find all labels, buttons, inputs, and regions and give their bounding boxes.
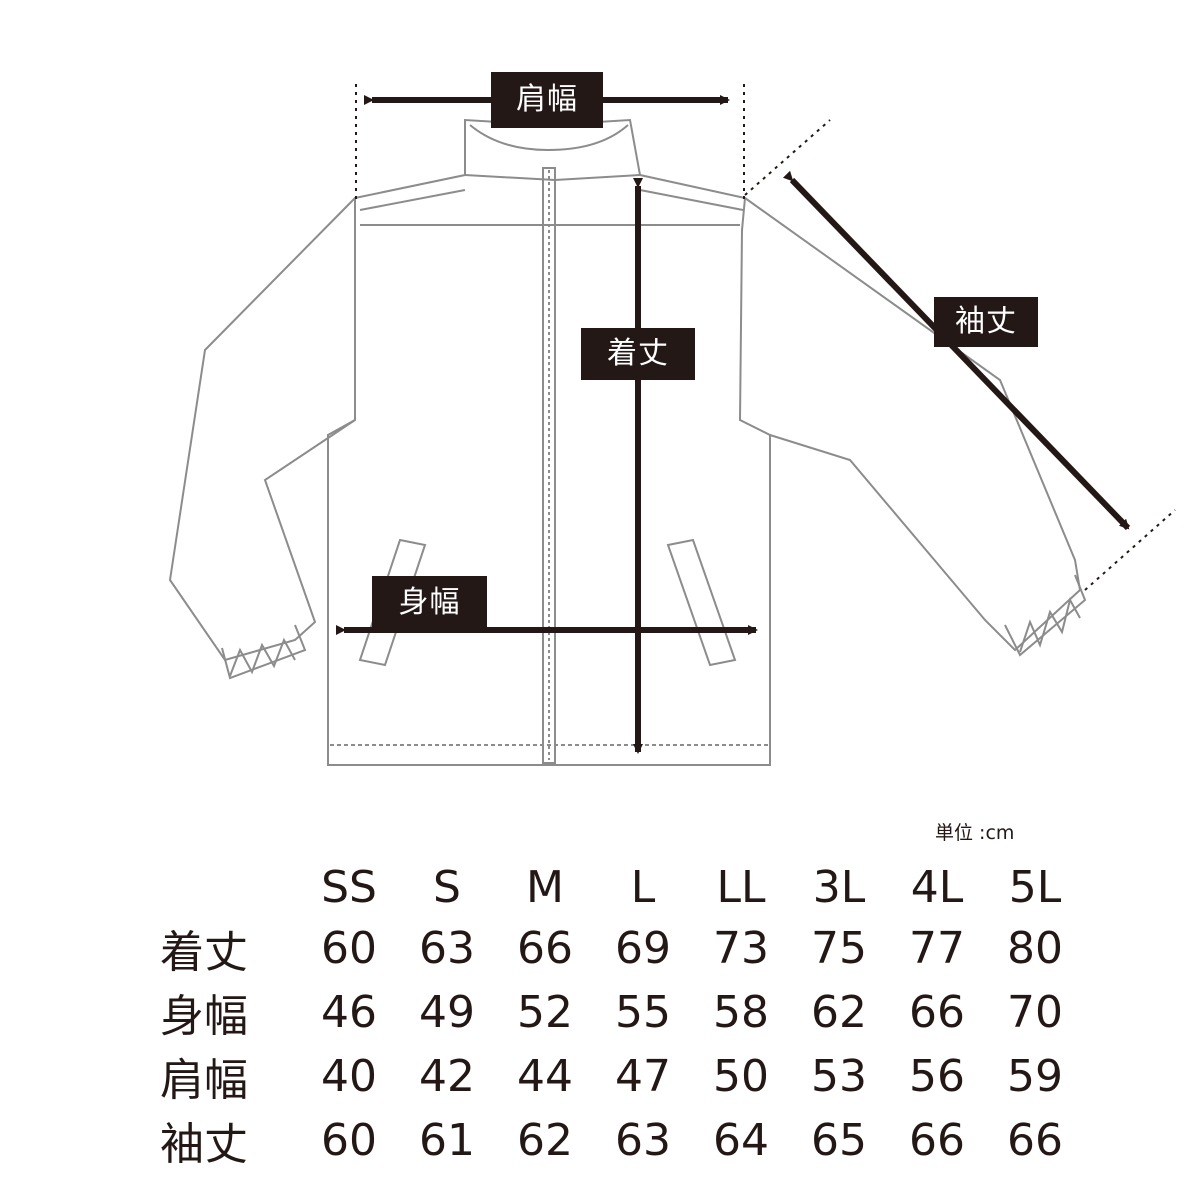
row-label: 身幅	[160, 991, 248, 1042]
table-cell: 40	[321, 1050, 377, 1102]
guide-lines	[355, 84, 1176, 591]
table-cell: 53	[811, 1050, 867, 1102]
size-diagram: 肩幅 袖丈 着丈 身幅	[168, 72, 1176, 766]
table-cell: 80	[1007, 922, 1063, 974]
table-cell: 66	[909, 986, 965, 1038]
row-label: 袖丈	[160, 1119, 248, 1170]
table-cell: 63	[615, 1114, 671, 1166]
table-row: 着丈 60 63 66 69 73 75 77 80	[150, 916, 1084, 980]
table-cell: 47	[615, 1050, 671, 1102]
table-cell: 64	[713, 1114, 769, 1166]
table-cell: 66	[517, 922, 573, 974]
size-header: 4L	[910, 861, 964, 913]
unit-note: 単位 :cm	[935, 822, 1015, 844]
sleeve-length-label: 袖丈	[934, 297, 1038, 347]
jacket-illustration	[168, 84, 1176, 766]
body-length-label: 着丈	[581, 328, 695, 380]
row-label: 肩幅	[160, 1055, 248, 1106]
table-cell: 42	[419, 1050, 475, 1102]
size-header: LL	[716, 861, 766, 913]
size-header: 3L	[812, 861, 866, 913]
table-cell: 62	[517, 1114, 573, 1166]
table-cell: 60	[321, 1114, 377, 1166]
table-cell: 66	[1007, 1114, 1063, 1166]
table-cell: 65	[811, 1114, 867, 1166]
table-cell: 66	[909, 1114, 965, 1166]
size-header: 5L	[1008, 861, 1062, 913]
table-cell: 56	[909, 1050, 965, 1102]
measurement-arrows	[336, 95, 1131, 754]
table-row: 身幅 46 49 52 55 58 62 66 70	[150, 980, 1084, 1044]
jacket-outline	[168, 118, 1087, 766]
shoulder-width-label: 肩幅	[491, 72, 603, 128]
table-cell: 60	[321, 922, 377, 974]
size-header-row: SS S M L LL 3L 4L 5L	[150, 858, 1084, 916]
table-cell: 58	[713, 986, 769, 1038]
table-cell: 50	[713, 1050, 769, 1102]
table-cell: 62	[811, 986, 867, 1038]
table-cell: 59	[1007, 1050, 1063, 1102]
table-cell: 70	[1007, 986, 1063, 1038]
table-row: 肩幅 40 42 44 47 50 53 56 59	[150, 1044, 1084, 1108]
body-width-label: 身幅	[372, 576, 487, 630]
table-cell: 49	[419, 986, 475, 1038]
table-cell: 44	[517, 1050, 573, 1102]
table-cell: 55	[615, 986, 671, 1038]
table-row: 袖丈 60 61 62 63 64 65 66 66	[150, 1108, 1084, 1172]
table-cell: 73	[713, 922, 769, 974]
corner-cell	[150, 858, 300, 916]
size-header: M	[526, 861, 564, 913]
table-cell: 46	[321, 986, 377, 1038]
table-cell: 75	[811, 922, 867, 974]
table-cell: 77	[909, 922, 965, 974]
table-cell: 61	[419, 1114, 475, 1166]
table-cell: 52	[517, 986, 573, 1038]
row-label: 着丈	[160, 927, 248, 978]
size-table: SS S M L LL 3L 4L 5L 着丈 60 63 66 69 73 7…	[150, 858, 1084, 1172]
size-header: L	[630, 861, 656, 913]
size-header: S	[433, 861, 461, 913]
table-cell: 63	[419, 922, 475, 974]
size-header: SS	[321, 861, 377, 913]
table-cell: 69	[615, 922, 671, 974]
